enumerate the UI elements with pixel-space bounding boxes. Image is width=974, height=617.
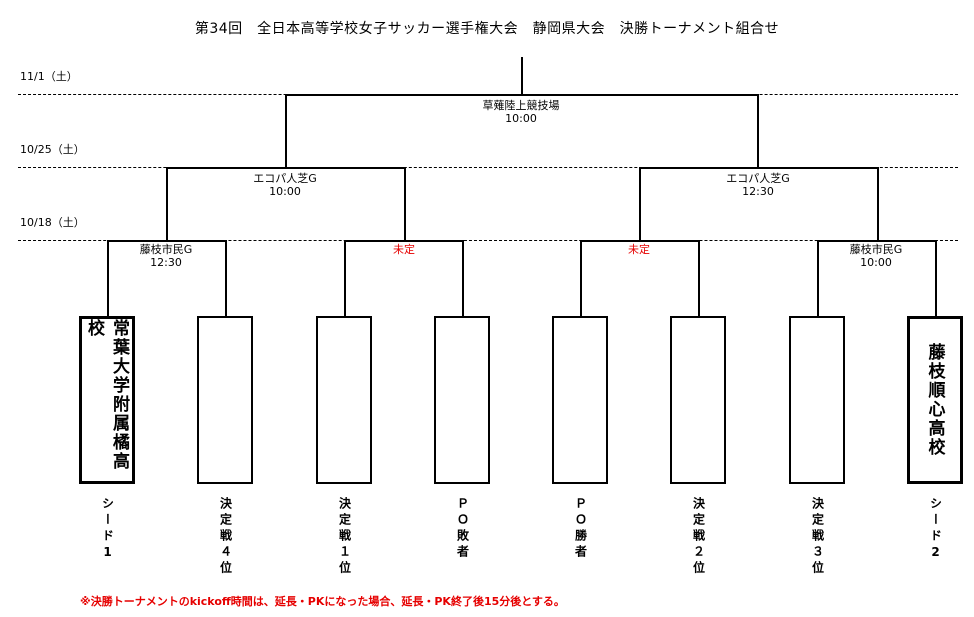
- semi-right-venue-time: 12:30: [742, 185, 774, 198]
- slot-label-5: ＰＯ勝者: [573, 497, 588, 561]
- team-box-8: 藤枝順心高校: [907, 316, 963, 484]
- team-name-7: [791, 318, 843, 482]
- qf1-venue-place: 藤枝市民G: [139, 243, 193, 256]
- semi-right-venue: エコパ人芝G 12:30: [726, 172, 790, 198]
- kickoff-note: ※決勝トーナメントのkickoff時間は、延長・PKになった場合、延長・PK終了…: [80, 595, 565, 608]
- semi-left-venue-place: エコパ人芝G: [253, 172, 317, 185]
- slot-label-6: 決定戦２位: [691, 497, 706, 577]
- team-box-5: [552, 316, 608, 484]
- team-name-6: [672, 318, 724, 482]
- team-name-4: [436, 318, 488, 482]
- team-box-2: [197, 316, 253, 484]
- round-line-quarterfinal: [18, 240, 958, 241]
- qf4-venue-place: 藤枝市民G: [849, 243, 903, 256]
- slot-label-4: ＰＯ敗者: [455, 497, 470, 561]
- date-final: 11/1（土）: [20, 70, 78, 83]
- final-venue-time: 10:00: [505, 112, 537, 125]
- qf4-leg-b: [935, 240, 937, 316]
- slot-label-8: シード2: [928, 497, 943, 563]
- team-box-4: [434, 316, 490, 484]
- qf2-bar: [344, 240, 464, 242]
- team-box-6: [670, 316, 726, 484]
- qf1-venue-time: 12:30: [150, 256, 182, 269]
- qf3-leg-a: [580, 240, 582, 316]
- slot-label-7: 決定戦３位: [810, 497, 825, 577]
- final-leg-right: [757, 94, 759, 168]
- date-quarterfinal: 10/18（土）: [20, 216, 85, 229]
- final-leg-left: [285, 94, 287, 168]
- final-venue: 草薙陸上競技場 10:00: [483, 99, 560, 125]
- qf1-leg-b: [225, 240, 227, 316]
- team-box-7: [789, 316, 845, 484]
- semi-left-venue-time: 10:00: [269, 185, 301, 198]
- date-semifinal: 10/25（土）: [20, 143, 85, 156]
- qf4-bar: [817, 240, 937, 242]
- qf3-bar: [580, 240, 700, 242]
- semi-left-leg-a: [166, 167, 168, 241]
- semi-left-leg-b: [404, 167, 406, 241]
- qf3-venue-place: 未定: [628, 243, 650, 256]
- slot-label-2: 決定戦４位: [218, 497, 233, 577]
- qf2-venue-place: 未定: [393, 243, 415, 256]
- page-title: 第34回 全日本高等学校女子サッカー選手権大会 静岡県大会 決勝トーナメント組合…: [194, 21, 780, 37]
- qf4-leg-a: [817, 240, 819, 316]
- semi-left-bar: [166, 167, 406, 169]
- slot-label-1: シード1: [100, 497, 115, 563]
- team-name-3: [318, 318, 370, 482]
- qf1-bar: [107, 240, 227, 242]
- final-stem: [521, 57, 523, 95]
- qf4-venue: 藤枝市民G 10:00: [850, 243, 903, 269]
- team-name-5: [554, 318, 606, 482]
- team-name-2: [199, 318, 251, 482]
- final-bar: [285, 94, 759, 96]
- team-name-8: 藤枝順心高校: [924, 343, 945, 457]
- final-venue-place: 草薙陸上競技場: [482, 99, 560, 112]
- qf4-venue-time: 10:00: [860, 256, 892, 269]
- team-box-3: [316, 316, 372, 484]
- team-box-1: 常葉大学附属橘高校: [79, 316, 135, 484]
- semi-right-leg-a: [639, 167, 641, 241]
- qf1-leg-a: [107, 240, 109, 316]
- qf2-leg-b: [462, 240, 464, 316]
- semi-right-leg-b: [877, 167, 879, 241]
- slot-label-3: 決定戦１位: [337, 497, 352, 577]
- qf2-leg-a: [344, 240, 346, 316]
- team-name-1: 常葉大学附属橘高校: [84, 319, 129, 471]
- qf3-leg-b: [698, 240, 700, 316]
- semi-right-venue-place: エコパ人芝G: [726, 172, 790, 185]
- round-line-semifinal: [18, 167, 958, 168]
- semi-left-venue: エコパ人芝G 10:00: [253, 172, 317, 198]
- semi-right-bar: [639, 167, 879, 169]
- qf1-venue: 藤枝市民G 12:30: [140, 243, 193, 269]
